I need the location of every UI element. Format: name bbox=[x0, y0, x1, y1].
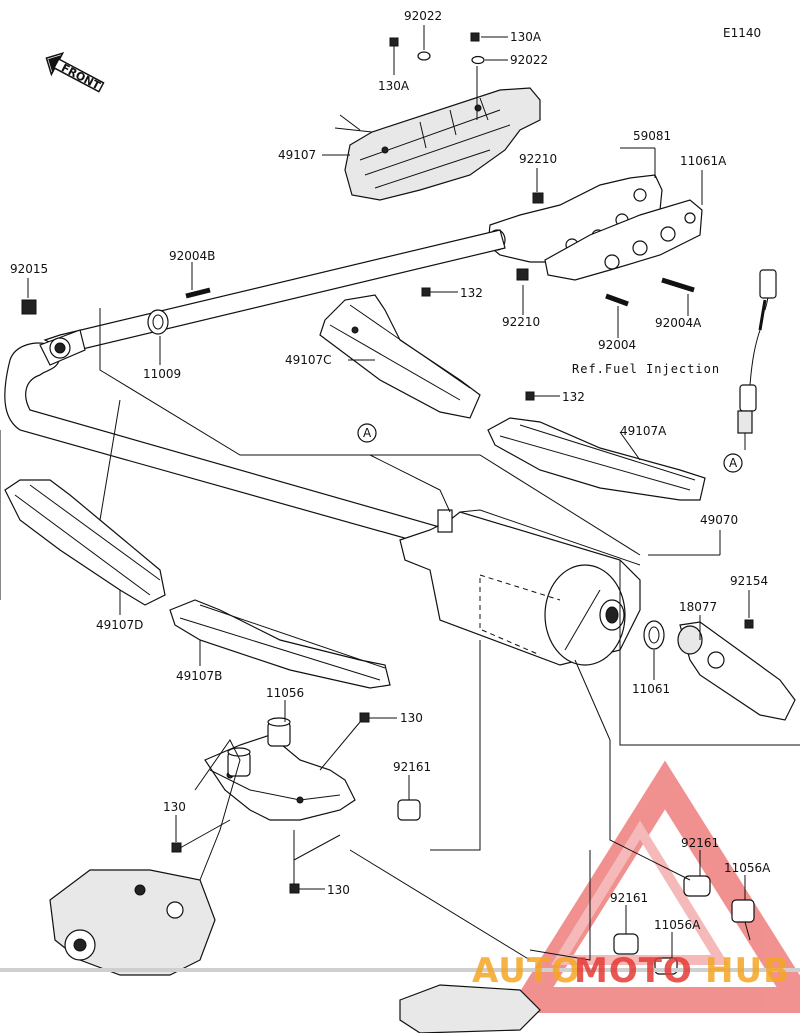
watermark-hub: HUB bbox=[705, 951, 790, 991]
label-11056A-a: 11056A bbox=[724, 861, 771, 875]
label-92022-b: 92022 bbox=[510, 53, 548, 67]
oxygen-sensor bbox=[737, 269, 777, 450]
bolt-130-a bbox=[359, 712, 370, 723]
label-92161-a: 92161 bbox=[393, 760, 431, 774]
label-59081: 59081 bbox=[633, 129, 671, 143]
nut-92210-b bbox=[516, 268, 529, 281]
bolt-132-b bbox=[525, 391, 535, 401]
ref-fuel-injection-note: Ref.Fuel Injection bbox=[572, 362, 720, 376]
label-49107: 49107 bbox=[278, 148, 316, 162]
label-49107C: 49107C bbox=[285, 353, 332, 367]
rubber-bushing-11056A-a bbox=[731, 899, 755, 941]
label-92154: 92154 bbox=[730, 574, 768, 588]
label-92004: 92004 bbox=[598, 338, 636, 352]
label-11056: 11056 bbox=[266, 686, 304, 700]
label-92022-top: 92022 bbox=[404, 9, 442, 23]
heat-shield-49107D bbox=[4, 479, 166, 606]
diagram-code: E1140 bbox=[723, 26, 761, 40]
callout-a-left: A bbox=[363, 426, 372, 440]
rubber-bushing-11056-a bbox=[267, 717, 291, 747]
collar-92161-a bbox=[397, 799, 421, 821]
label-49107B: 49107B bbox=[176, 669, 222, 683]
bolt-130A-b bbox=[470, 32, 480, 42]
bolt-130A-a bbox=[389, 37, 399, 52]
watermark-logo bbox=[506, 760, 800, 1013]
callout-a-right: A bbox=[729, 456, 738, 470]
label-92004A: 92004A bbox=[655, 316, 702, 330]
label-92210-a: 92210 bbox=[519, 152, 557, 166]
callout-circle-right bbox=[723, 453, 743, 473]
bolt-132-a bbox=[421, 287, 431, 297]
gasket-11009 bbox=[147, 309, 169, 335]
label-92161-c: 92161 bbox=[610, 891, 648, 905]
bolt-92154 bbox=[744, 619, 754, 629]
callout-circle-left bbox=[357, 423, 377, 443]
collar-92161-b bbox=[683, 875, 711, 897]
label-130-c: 130 bbox=[327, 883, 350, 897]
label-18077: 18077 bbox=[679, 600, 717, 614]
label-130-b: 130 bbox=[163, 800, 186, 814]
label-11061: 11061 bbox=[632, 682, 670, 696]
nut-92210-a bbox=[532, 192, 544, 204]
bottom-scan-strip bbox=[0, 968, 800, 972]
label-130A-b: 130A bbox=[378, 79, 410, 93]
spark-arrestor-18077 bbox=[677, 621, 796, 721]
label-132-b: 132 bbox=[562, 390, 585, 404]
watermark-moto: MOTO bbox=[574, 951, 693, 991]
label-92161-b: 92161 bbox=[681, 836, 719, 850]
label-11056A-b: 11056A bbox=[654, 918, 701, 932]
washer-92022-a bbox=[417, 51, 431, 61]
watermark-text: AUTO MOTO HUB bbox=[472, 951, 790, 991]
stud-92004A bbox=[661, 277, 695, 293]
label-132-a: 132 bbox=[460, 286, 483, 300]
heat-shield-49107 bbox=[344, 87, 541, 201]
gasket-11061A bbox=[544, 199, 703, 281]
stud-92004 bbox=[605, 293, 629, 307]
watermark-auto: AUTO bbox=[472, 951, 581, 991]
muffler-bracket bbox=[204, 734, 356, 821]
heat-shield-49107C bbox=[319, 294, 481, 419]
label-92004B: 92004B bbox=[169, 249, 215, 263]
front-arrow-icon: FRONT bbox=[45, 51, 105, 93]
gasket-11061 bbox=[643, 620, 665, 650]
label-49107A: 49107A bbox=[620, 424, 667, 438]
label-92015: 92015 bbox=[10, 262, 48, 276]
muffler-49070 bbox=[399, 509, 641, 666]
label-11061A: 11061A bbox=[680, 154, 727, 168]
stud-92004B bbox=[185, 287, 211, 299]
label-130A-a: 130A bbox=[510, 30, 542, 44]
heat-shield-49107B bbox=[169, 599, 391, 689]
bolt-130-c bbox=[289, 883, 300, 894]
label-49107D: 49107D bbox=[96, 618, 143, 632]
label-92210-b: 92210 bbox=[502, 315, 540, 329]
washer-92022-b bbox=[471, 55, 485, 65]
nut-92015 bbox=[21, 299, 37, 315]
frame-member-bottom bbox=[399, 984, 541, 1033]
front-label: FRONT bbox=[59, 61, 103, 92]
label-49070: 49070 bbox=[700, 513, 738, 527]
label-11009: 11009 bbox=[143, 367, 181, 381]
bolt-130-b bbox=[171, 842, 182, 853]
engine-case-partial bbox=[49, 739, 241, 976]
label-130-a: 130 bbox=[400, 711, 423, 725]
heat-shield-49107A bbox=[487, 417, 706, 501]
